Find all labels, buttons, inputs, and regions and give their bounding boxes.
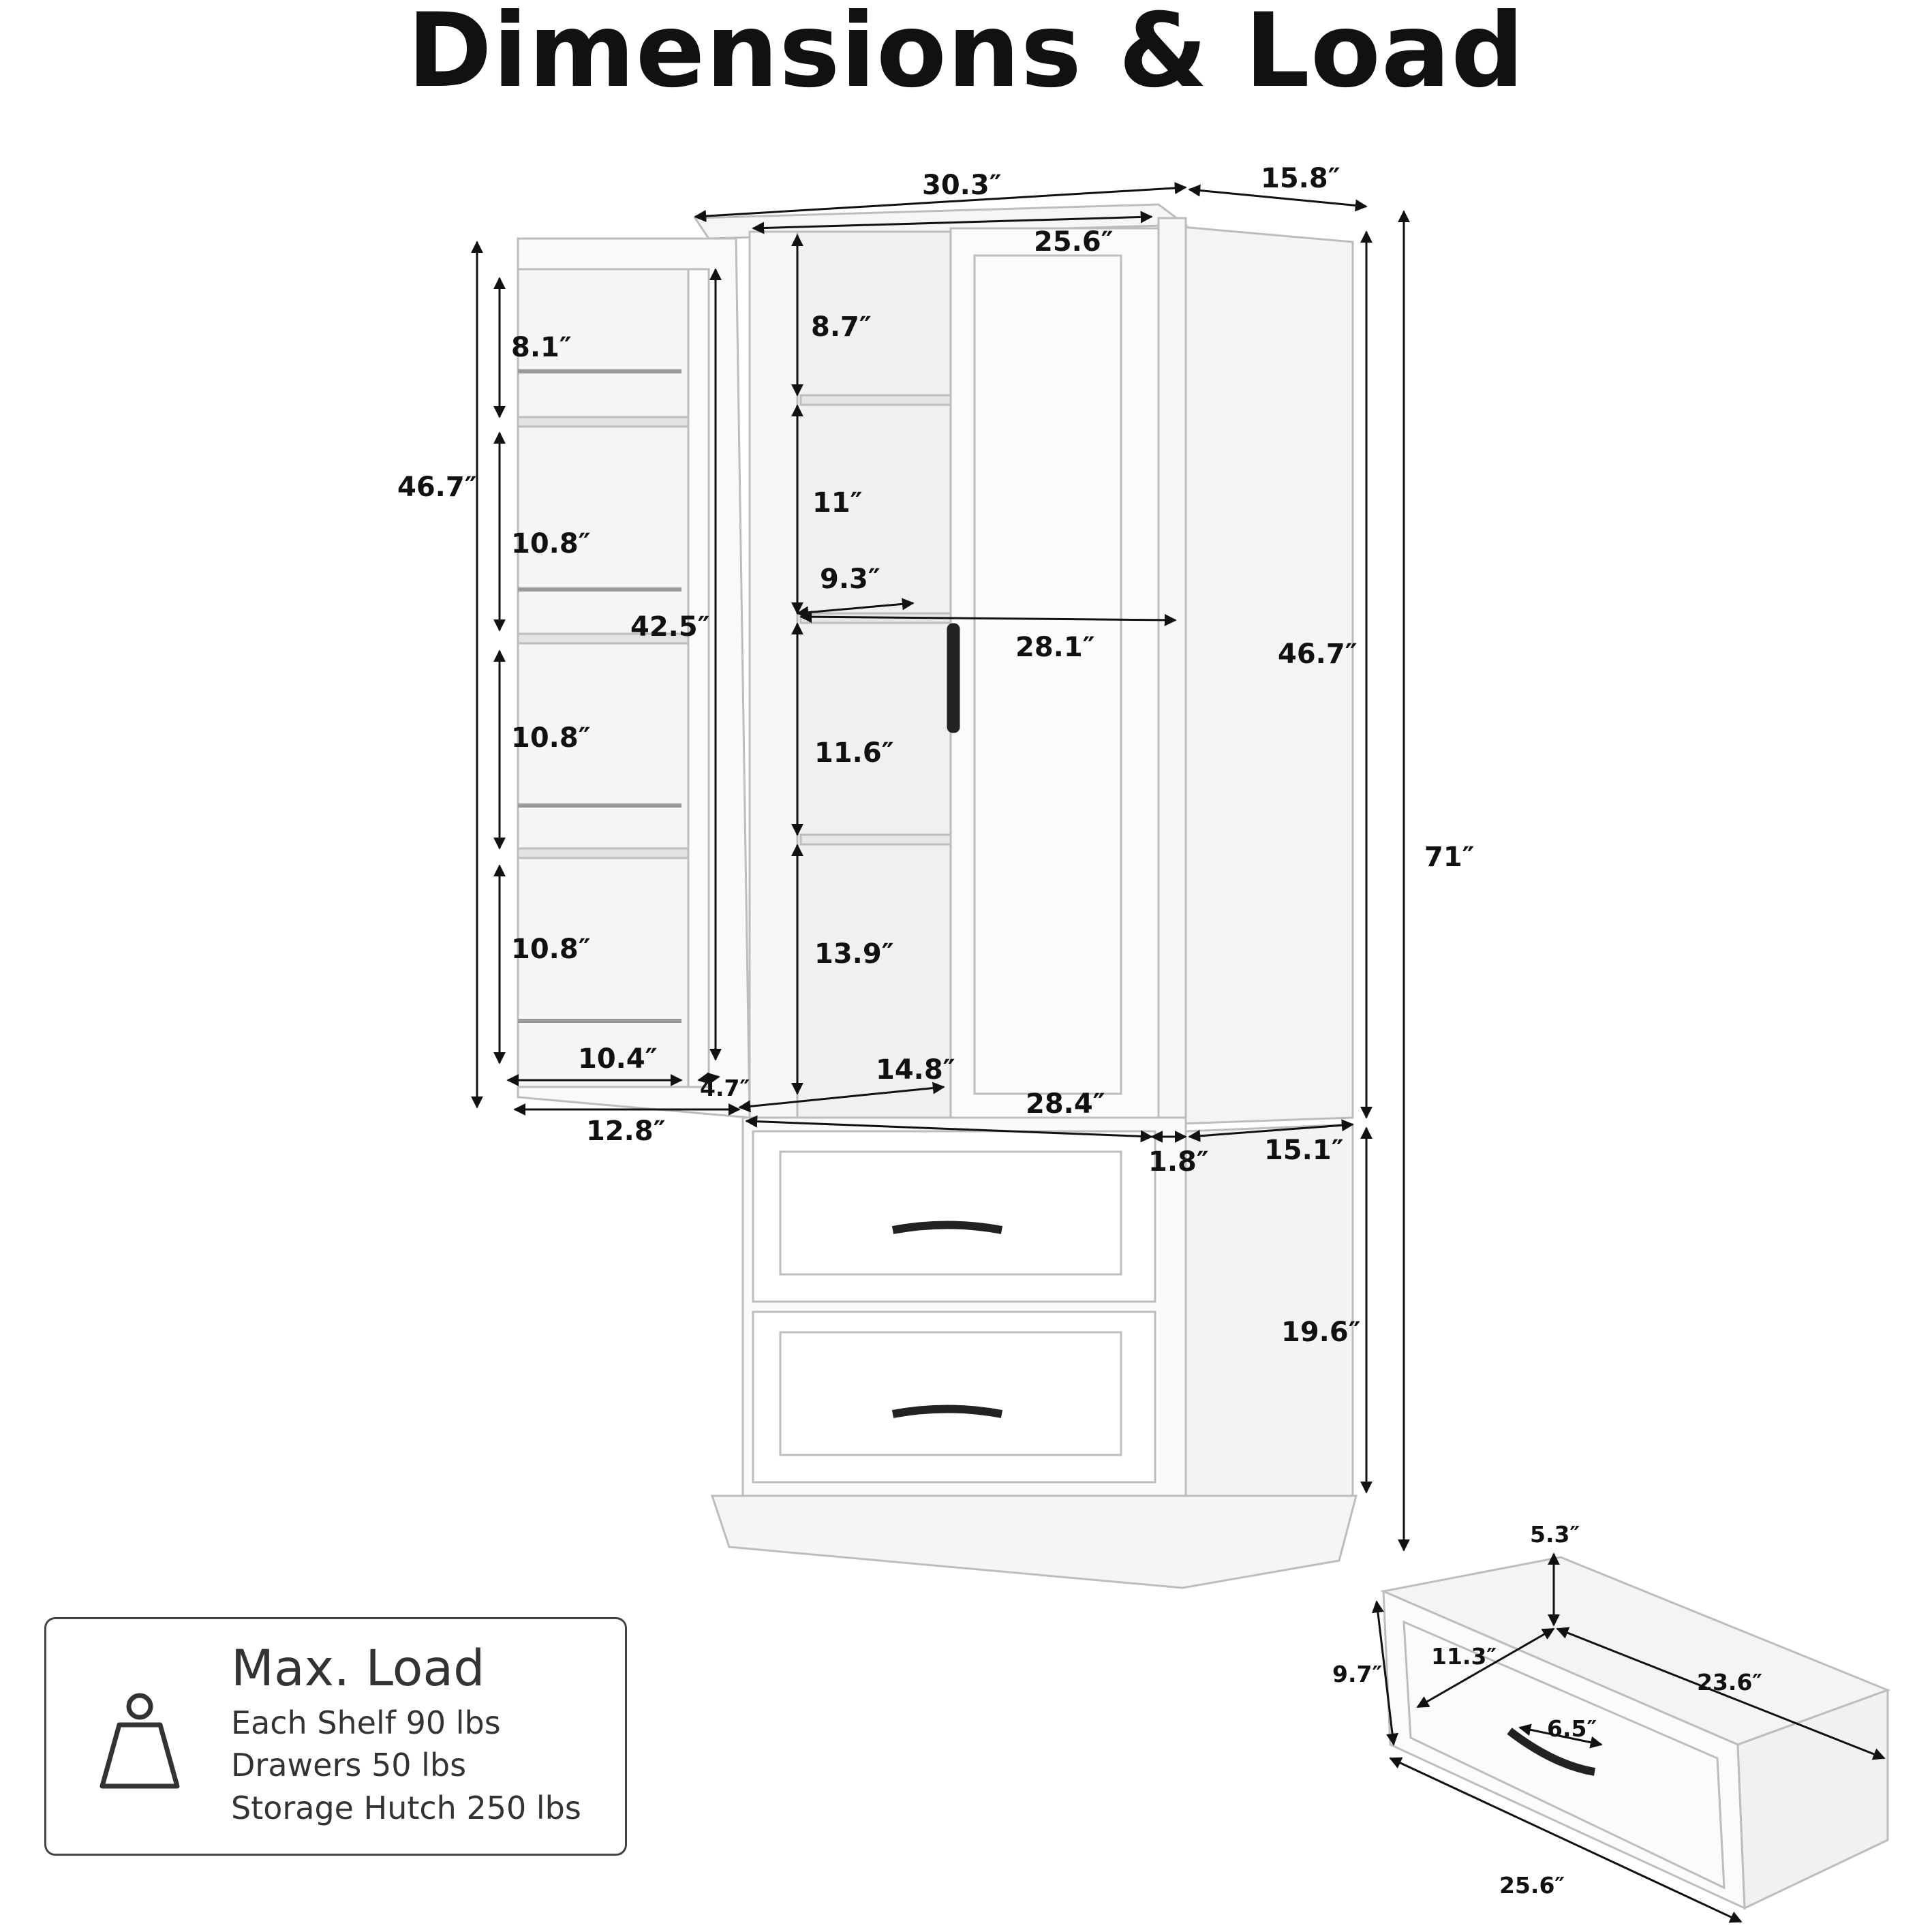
open-door xyxy=(517,237,751,1119)
dim-base-height: 19.6″ xyxy=(1281,1317,1361,1348)
weight-icon xyxy=(99,1693,180,1789)
dim-door-shelf-depth: 4.7″ xyxy=(700,1075,750,1101)
load-line-shelf: Each Shelf 90 lbs xyxy=(231,1704,501,1741)
dim-drawer-width: 25.6″ xyxy=(1499,1872,1565,1899)
max-load-title: Max. Load xyxy=(231,1640,485,1698)
dim-drawer-depth: 11.3″ xyxy=(1431,1643,1497,1670)
dim-base-depth: 15.1″ xyxy=(1264,1135,1344,1166)
dim-cabinet-shelf-2: 11″ xyxy=(812,487,863,519)
dim-cabinet-shelf-1: 8.7″ xyxy=(811,311,872,343)
dim-door-shelf-1: 8.1″ xyxy=(511,332,572,363)
dimension-lines xyxy=(471,181,1886,1923)
dim-shelf-depth: 9.3″ xyxy=(820,564,880,595)
dim-bottom-shelf-depth: 14.8″ xyxy=(876,1054,955,1086)
dim-drawer-length: 23.6″ xyxy=(1697,1669,1763,1696)
dim-door-inner-height: 42.5″ xyxy=(630,611,710,643)
dim-cabinet-inner-width: 28.1″ xyxy=(1015,632,1095,663)
dim-cabinet-shelf-4: 13.9″ xyxy=(814,938,894,970)
dim-door-width: 12.8″ xyxy=(586,1116,666,1147)
dim-overall-depth: 15.8″ xyxy=(1261,163,1340,194)
load-line-drawers: Drawers 50 lbs xyxy=(231,1747,467,1783)
dim-overall-height: 71″ xyxy=(1424,842,1475,873)
dim-door-shelf-4: 10.8″ xyxy=(511,934,591,965)
dim-hutch-height-right: 46.7″ xyxy=(1278,639,1358,670)
dim-cabinet-shelf-3: 11.6″ xyxy=(814,737,894,769)
drawer-detail xyxy=(1379,1556,1891,1910)
dim-base-inner-width: 28.4″ xyxy=(1026,1088,1105,1120)
dim-drawer-front-height: 9.7″ xyxy=(1332,1661,1383,1687)
dim-trim-width: 1.8″ xyxy=(1148,1146,1209,1178)
drawer-handle-icon xyxy=(891,1221,1003,1234)
drawer-handle-icon-2 xyxy=(891,1405,1003,1418)
dim-drawer-height: 5.3″ xyxy=(1530,1521,1580,1548)
max-load-panel: Max. Load Each Shelf 90 lbs Drawers 50 l… xyxy=(44,1617,627,1856)
dim-door-shelf-3: 10.8″ xyxy=(511,722,591,754)
dim-drawer-handle: 6.5″ xyxy=(1547,1715,1597,1742)
page-title: Dimensions & Load xyxy=(407,0,1525,110)
dim-overall-width: 30.3″ xyxy=(922,170,1002,201)
dim-door-shelf-width: 10.4″ xyxy=(578,1043,658,1075)
dim-hutch-height-left: 46.7″ xyxy=(397,472,477,503)
dim-inner-width-top: 25.6″ xyxy=(1034,226,1114,258)
dim-door-shelf-2: 10.8″ xyxy=(511,528,591,559)
handles xyxy=(891,623,1003,1418)
load-line-hutch: Storage Hutch 250 lbs xyxy=(231,1790,581,1826)
door-handle-icon xyxy=(947,623,960,733)
door-rails xyxy=(518,369,681,1023)
cabinet-body xyxy=(693,203,1358,1589)
